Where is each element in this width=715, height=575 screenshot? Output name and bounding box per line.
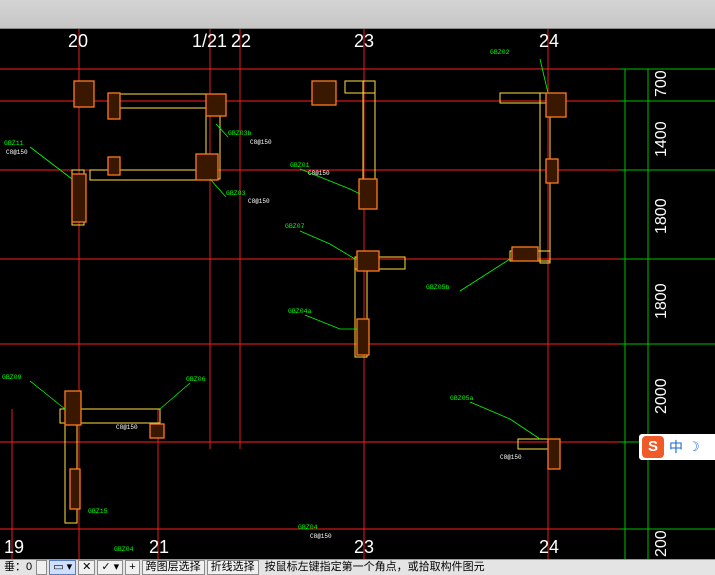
tag-gbz03: GBZ03	[226, 190, 246, 197]
select-mode-button[interactable]	[36, 560, 48, 575]
leader-lines	[29, 58, 549, 440]
grid-lines	[0, 29, 620, 559]
tag-spacing: C8@150	[6, 149, 28, 156]
axis-label: 22	[231, 31, 251, 51]
dim-label: 1400	[653, 121, 670, 157]
axis-label: 23	[354, 537, 374, 557]
check-icon[interactable]: ✓ ▾	[97, 560, 124, 575]
axis-label: 21	[149, 537, 169, 557]
tag-spacing: C8@150	[310, 533, 332, 540]
moon-icon[interactable]: ☽	[688, 439, 700, 454]
axis-labels-top: 20 1/21 22 23 24	[68, 31, 559, 51]
window-select-icon[interactable]: ▭ ▾	[49, 560, 77, 575]
axis-label: 1/21	[192, 31, 227, 51]
status-hint-text: 按鼠标左键指定第一个角点，或拾取构件图元	[264, 561, 485, 573]
tag-spacing: C8@150	[500, 454, 522, 461]
status-left-text: 垂：0	[4, 561, 33, 573]
add-button[interactable]: +	[125, 560, 140, 575]
cad-drawing-canvas[interactable]: 20 1/21 22 23 24 19 21 23 24 700 1400 18…	[0, 29, 715, 559]
tag-spacing: C8@150	[248, 198, 270, 205]
cross-select-icon[interactable]: ✕	[78, 560, 96, 575]
tag-gbz11: GBZ11	[4, 140, 24, 147]
ime-mode-label[interactable]: 中	[669, 439, 683, 455]
tag-gbz01: GBZ01	[290, 162, 310, 169]
sogou-logo-icon: S	[642, 436, 664, 458]
axis-label: 19	[4, 537, 24, 557]
status-bar: 垂：0 ▭ ▾ ✕ ✓ ▾ + 跨图层选择 折线选择 按鼠标左键指定第一个角点，…	[0, 559, 715, 575]
wall-segments	[59, 80, 559, 524]
axis-labels-bottom: 19 21 23 24	[4, 537, 559, 557]
tag-gbz06: GBZ06	[186, 376, 206, 383]
tag-gbz05b: GBZ05b	[426, 284, 450, 291]
axis-label: 20	[68, 31, 88, 51]
dim-label: 200	[653, 530, 670, 557]
tag-gbz07: GBZ07	[285, 223, 305, 230]
cross-layer-select-button[interactable]: 跨图层选择	[141, 560, 205, 575]
tag-spacing: C8@150	[116, 424, 138, 431]
dim-label: 1800	[653, 198, 670, 234]
tag-gbz02: GBZ02	[490, 49, 510, 56]
tag-gbz04a: GBZ04a	[288, 308, 312, 315]
right-dimension-text: 700 1400 1800 1800 2000 200	[653, 70, 670, 557]
ime-toolbar[interactable]: S 中 ☽	[639, 434, 715, 460]
app-top-toolbar	[0, 0, 715, 29]
element-tags: GBZ11 GBZ03b GBZ03 GBZ01 GBZ07 GBZ05b GB…	[2, 49, 522, 553]
tag-gbz15: GBZ15	[88, 508, 108, 515]
tag-gbz04-bottom: GBZ04	[114, 546, 134, 553]
dim-label: 1800	[653, 283, 670, 319]
column-blocks	[64, 80, 567, 510]
axis-label: 23	[354, 31, 374, 51]
axis-label: 24	[539, 31, 559, 51]
dim-label: 700	[653, 70, 670, 97]
tag-gbz04: GBZ04	[298, 524, 318, 531]
dim-label: 2000	[653, 378, 670, 414]
tag-spacing: C8@150	[250, 139, 272, 146]
tag-gbz09: GBZ09	[2, 374, 22, 381]
polyline-select-button[interactable]: 折线选择	[206, 560, 259, 575]
tag-spacing: C8@150	[308, 170, 330, 177]
tag-gbz03b: GBZ03b	[228, 130, 252, 137]
axis-label: 24	[539, 537, 559, 557]
tag-gbz05a: GBZ05a	[450, 395, 474, 402]
